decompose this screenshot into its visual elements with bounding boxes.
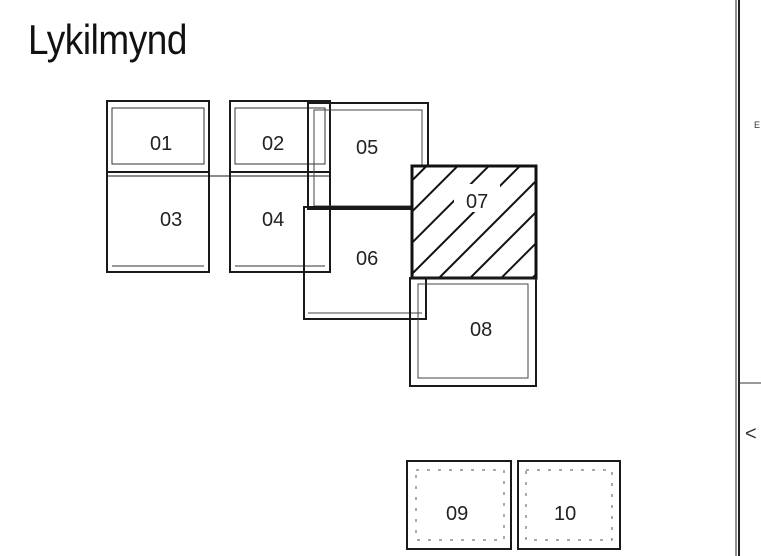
side-panel-arrow: < [745,423,757,445]
sheet-10[interactable]: 10 [517,460,621,550]
sheet-02[interactable]: 02 [229,100,331,173]
sheet-05-label: 05 [356,137,378,159]
sheet-06-label: 06 [356,248,378,270]
sheet-07-label-bg [454,184,500,212]
sheet-08-frame [409,277,537,387]
sheet-08-label: 08 [470,319,492,341]
side-panel-small-text: E [754,120,760,130]
sheet-10-label: 10 [554,503,576,525]
sheet-05-frame [307,102,429,210]
sheet-02-inner [234,107,326,165]
sheet-07-label: 07 [466,191,488,213]
side-panel: E < [735,0,761,556]
sheet-10-inner [525,469,613,541]
key-map-title: Lykilmynd [28,16,187,63]
sheet-08[interactable]: 08 [409,277,537,387]
sheet-04[interactable]: 04 [229,171,331,273]
sheet-09-label: 09 [446,503,468,525]
sheet-02-label: 02 [262,133,284,155]
sheet-04-label: 04 [262,209,284,231]
sheet-03-frame [106,171,210,273]
sheet-07-hatched-frame [410,164,538,280]
sheet-08-inner [417,283,529,379]
sheet-03[interactable]: 03 [106,171,210,273]
sheet-01-label: 01 [150,133,172,155]
sheet-06[interactable]: 06 [303,206,427,320]
sheet-09-inner [415,469,505,541]
sheet-01-inner [111,107,205,165]
sheet-07[interactable]: 07 [410,164,538,280]
sheet-03-label: 03 [160,209,182,231]
sheet-09[interactable]: 09 [406,460,512,550]
sheet-05[interactable]: 05 [307,102,429,210]
sheet-01[interactable]: 01 [106,100,210,173]
